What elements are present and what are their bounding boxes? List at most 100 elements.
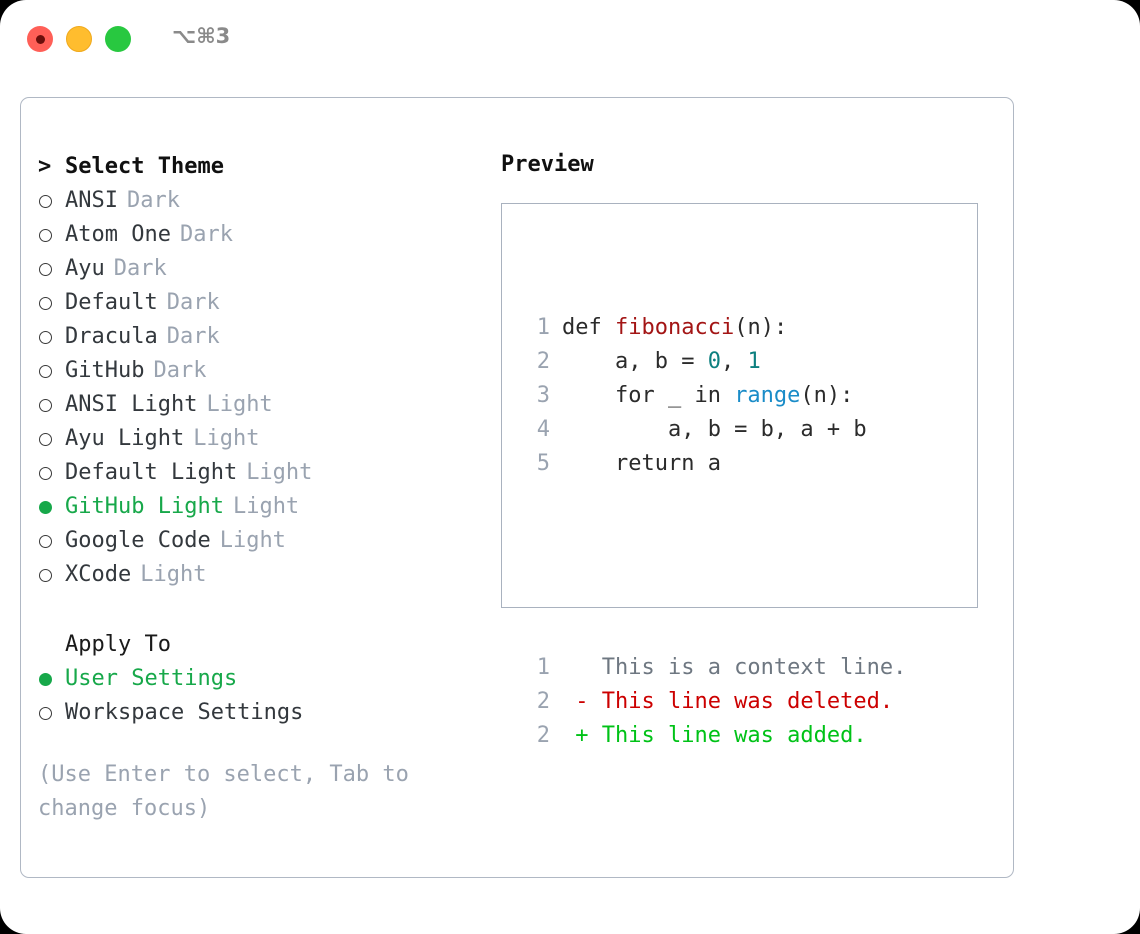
radio-dot: [39, 707, 52, 720]
close-button[interactable]: [27, 26, 53, 52]
theme-list-item[interactable]: ANSI Light Light: [38, 388, 478, 422]
radio-dot: [39, 433, 52, 446]
line-number: 1: [536, 655, 550, 680]
diff-text: This is a context line.: [562, 655, 907, 680]
radio-dot: [39, 569, 52, 582]
theme-name: Google Code: [65, 528, 211, 553]
spacer: [520, 549, 906, 583]
diff-line: 1 This is a context line.: [520, 651, 907, 685]
theme-name: ANSI Light: [65, 392, 198, 417]
theme-category-tag: Dark: [113, 256, 167, 281]
code-text: a, b = b, a + b: [562, 413, 867, 447]
radio-dot: [39, 467, 52, 480]
code-token: range: [734, 383, 801, 408]
code-line: 3 for _ in range(n):: [520, 379, 906, 413]
code-token: fibonacci: [614, 315, 735, 340]
code-token: (n):: [800, 383, 854, 408]
title-bar: ⌥⌘3: [0, 0, 1140, 78]
apply-to-label: User Settings: [65, 666, 238, 691]
line-number: 5: [536, 451, 550, 476]
diff-sample: 1 This is a context line.2 - This line w…: [520, 651, 907, 753]
code-line: 4 a, b = b, a + b: [520, 413, 906, 447]
diff-text: - This line was deleted.: [562, 689, 894, 714]
theme-name: XCode: [65, 562, 132, 587]
code-token: ,: [720, 349, 748, 374]
theme-category-tag: Light: [232, 494, 300, 519]
preview-title: Preview: [501, 152, 594, 177]
theme-list-item[interactable]: Atom One Dark: [38, 218, 478, 252]
radio-dot: [39, 673, 52, 686]
spacer: [38, 592, 478, 628]
theme-category-tag: Light: [219, 528, 286, 553]
theme-list-item[interactable]: XCode Light: [38, 558, 478, 592]
zoom-button[interactable]: [105, 26, 131, 52]
code-line: 2 a, b = 0, 1: [520, 345, 906, 379]
radio-dot: [39, 331, 52, 344]
theme-category-tag: Dark: [166, 290, 220, 315]
theme-name: Default Light: [65, 460, 238, 485]
theme-list-item[interactable]: Default Dark: [38, 286, 478, 320]
line-number: 1: [536, 315, 550, 340]
traffic-light-group: [27, 26, 131, 52]
code-text: a, b = 0, 1: [562, 345, 761, 379]
radio-dot: [39, 399, 52, 412]
theme-list-item[interactable]: Google Code Light: [38, 524, 478, 558]
radio-dot: [39, 195, 52, 208]
diff-line: 2 + This line was added.: [520, 719, 906, 753]
apply-to-title: Apply To: [65, 632, 171, 657]
radio-dot: [39, 501, 52, 514]
select-theme-header: > Select Theme: [38, 150, 478, 184]
code-token: for _ in: [562, 383, 735, 408]
theme-name: GitHub Light: [65, 494, 224, 519]
theme-list-item[interactable]: Ayu Light Light: [38, 422, 478, 456]
theme-category-tag: Light: [246, 460, 313, 485]
line-number: 2: [536, 723, 550, 748]
theme-category-tag: Light: [206, 392, 273, 417]
diff-line: 2 - This line was deleted.: [520, 685, 906, 719]
apply-to-header: Apply To: [38, 628, 478, 662]
code-token: 1: [747, 349, 761, 374]
theme-name: Ayu Light: [65, 426, 185, 451]
theme-list-item[interactable]: Default Light Light: [38, 456, 478, 490]
select-theme-title: Select Theme: [65, 154, 224, 179]
theme-category-tag: Dark: [179, 222, 233, 247]
code-token: 0: [707, 349, 721, 374]
apply-to-label: Workspace Settings: [65, 700, 304, 725]
code-token: def: [562, 315, 615, 340]
theme-category-tag: Dark: [126, 188, 180, 213]
apply-to-option[interactable]: User Settings: [38, 662, 478, 696]
line-number: 3: [536, 383, 550, 408]
line-number: 2: [536, 349, 550, 374]
line-number: 4: [536, 417, 550, 442]
theme-category-tag: Light: [193, 426, 260, 451]
theme-name: Default: [65, 290, 158, 315]
diff-text: + This line was added.: [562, 723, 867, 748]
theme-list-item[interactable]: GitHub Light Light: [38, 490, 478, 524]
code-token: a, b =: [562, 349, 708, 374]
keyboard-shortcut-label: ⌥⌘3: [172, 24, 231, 48]
code-line: 5 return a: [520, 447, 906, 481]
theme-category-tag: Light: [140, 562, 207, 587]
minimize-button[interactable]: [66, 26, 92, 52]
caret-icon: >: [38, 154, 52, 179]
theme-name: Atom One: [65, 222, 171, 247]
apply-to-option[interactable]: Workspace Settings: [38, 696, 478, 730]
radio-dot: [39, 297, 52, 310]
code-text: for _ in range(n):: [562, 379, 853, 413]
theme-name: GitHub: [65, 358, 145, 383]
radio-dot: [39, 365, 52, 378]
